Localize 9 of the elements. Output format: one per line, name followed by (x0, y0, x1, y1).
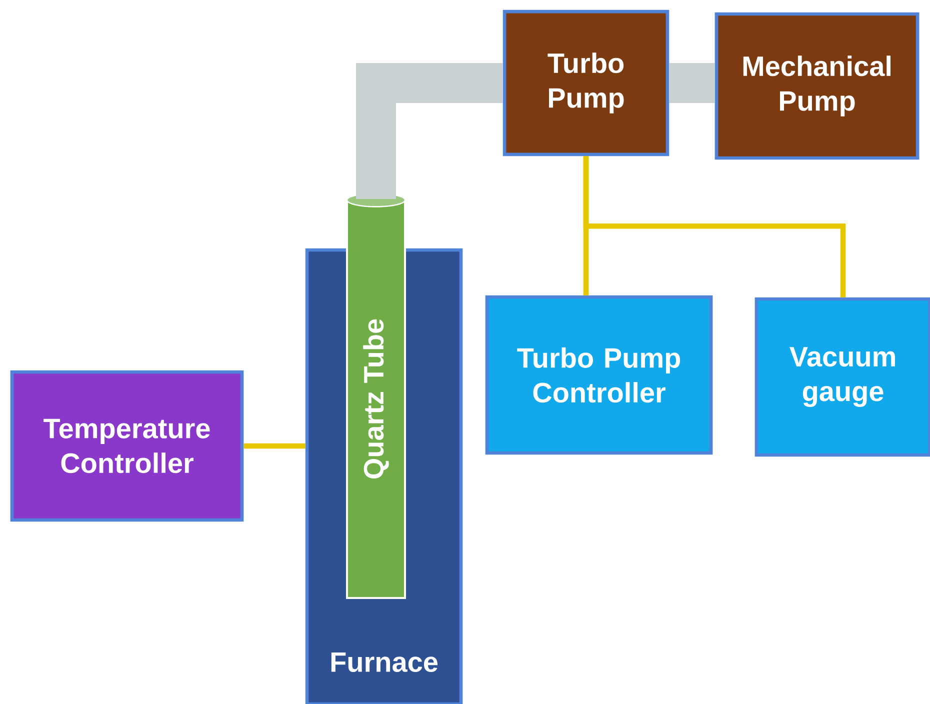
quartz-tube: Quartz Tube (346, 192, 406, 599)
temperature-controller-box: Temperature Controller (10, 370, 244, 522)
turbo-pump-box: Turbo Pump (502, 10, 670, 156)
controller-box: Turbo Pump Controller (485, 295, 713, 455)
connector-line (244, 443, 306, 449)
mechanical-pump-box: Mechanical Pump (714, 12, 920, 160)
vacuum-gauge-box: Vacuum gauge (754, 297, 930, 457)
pipe (669, 63, 715, 103)
connector-line (583, 156, 846, 298)
